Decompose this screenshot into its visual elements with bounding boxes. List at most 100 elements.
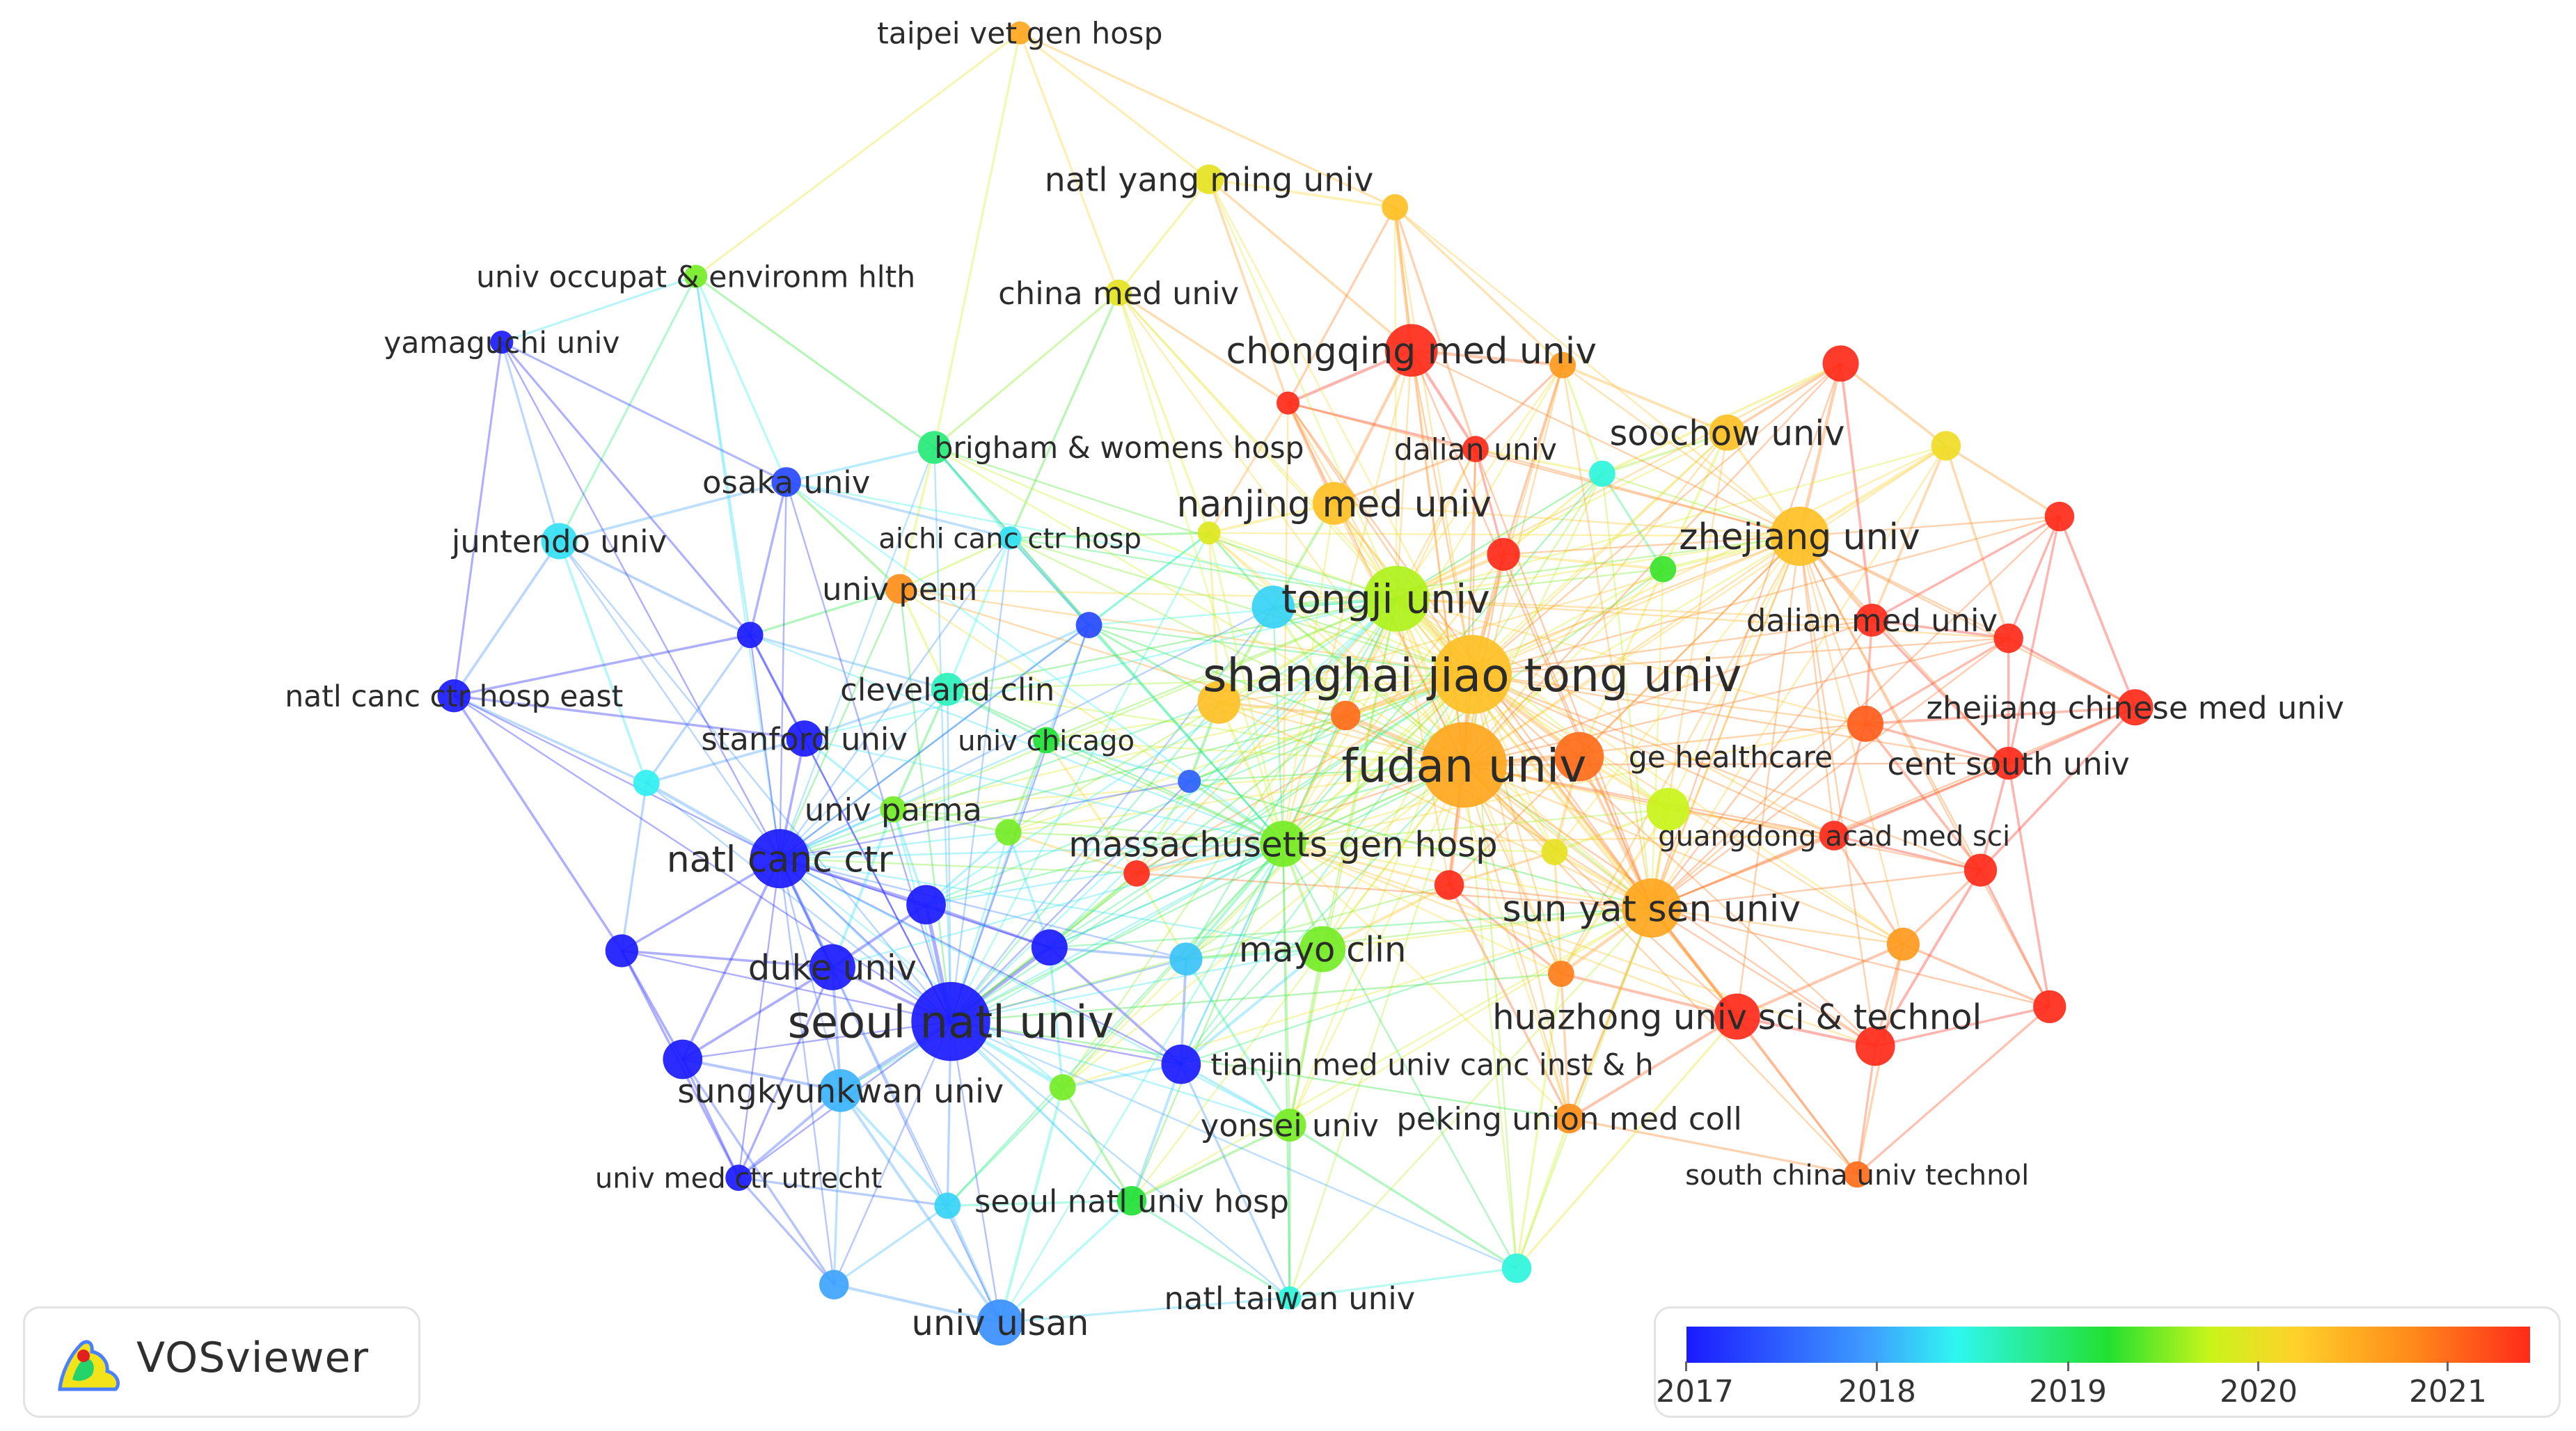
node[interactable]	[1646, 788, 1690, 831]
node[interactable]	[1847, 705, 1884, 742]
collaboration-link	[899, 587, 1397, 600]
node-tongji[interactable]	[1364, 565, 1430, 632]
node[interactable]	[906, 885, 946, 925]
collaboration-link	[1321, 599, 1398, 949]
node-osaka[interactable]	[771, 467, 801, 497]
node-nanjing[interactable]	[1312, 482, 1356, 525]
node-aichi[interactable]	[998, 526, 1022, 550]
collaboration-link	[1185, 764, 1465, 960]
node[interactable]	[1031, 929, 1068, 966]
collaboration-link	[1282, 350, 1412, 844]
node[interactable]	[1382, 193, 1409, 221]
collaboration-link	[1396, 568, 1664, 600]
node[interactable]	[663, 1039, 703, 1080]
node-fudan[interactable]	[1421, 722, 1507, 808]
node-dalianmed[interactable]	[1855, 603, 1889, 637]
node[interactable]	[1547, 960, 1574, 988]
collaboration-link	[949, 740, 1048, 1022]
node[interactable]	[1588, 460, 1615, 487]
node[interactable]	[1197, 681, 1240, 724]
node[interactable]	[1963, 853, 1998, 887]
node-soochow[interactable]	[1709, 414, 1746, 451]
node[interactable]	[1855, 1026, 1895, 1066]
node-natlcanc[interactable]	[750, 829, 809, 889]
node[interactable]	[1487, 537, 1520, 571]
node-mayo[interactable]	[1299, 926, 1346, 972]
node[interactable]	[2044, 501, 2075, 532]
node[interactable]	[1075, 612, 1103, 638]
node[interactable]	[819, 1270, 849, 1300]
collaboration-link	[892, 598, 1397, 810]
node-taipei[interactable]	[1008, 21, 1032, 45]
node-zjchinese[interactable]	[2117, 689, 2154, 726]
node[interactable]	[1049, 1074, 1076, 1101]
node[interactable]	[1993, 623, 2023, 654]
node[interactable]	[1178, 770, 1201, 793]
collaboration-link	[646, 782, 951, 1022]
node-cleveland[interactable]	[931, 672, 964, 706]
node-tianjin[interactable]	[1161, 1044, 1201, 1084]
node-yangming[interactable]	[1194, 164, 1224, 194]
node-juntendo[interactable]	[541, 523, 578, 560]
node-stanford[interactable]	[786, 720, 823, 757]
node-sunyatsen[interactable]	[1622, 878, 1682, 938]
node-utrecht[interactable]	[725, 1164, 752, 1192]
node-ulsan[interactable]	[977, 1299, 1024, 1346]
node-seoulhosp[interactable]	[1116, 1185, 1147, 1216]
node-huazhong[interactable]	[1714, 993, 1760, 1040]
node-occupat[interactable]	[684, 264, 708, 288]
node-centsouth[interactable]	[1992, 746, 2025, 780]
node-chongqing[interactable]	[1384, 324, 1438, 377]
node[interactable]	[633, 770, 660, 796]
node-yamaguchi[interactable]	[490, 331, 514, 354]
node[interactable]	[1501, 1253, 1532, 1283]
node[interactable]	[1197, 521, 1221, 545]
node-yonsei[interactable]	[1273, 1108, 1306, 1142]
node[interactable]	[1549, 351, 1577, 379]
node[interactable]	[1822, 345, 1859, 382]
node-cancer_east[interactable]	[437, 679, 471, 713]
collaboration-link	[1396, 598, 1866, 725]
node-mgh[interactable]	[1260, 821, 1306, 867]
node-taiwan[interactable]	[1278, 1286, 1302, 1310]
node-label-natlcanc: natl canc ctr	[667, 839, 894, 880]
node-pekingunion[interactable]	[1554, 1103, 1584, 1134]
node[interactable]	[1276, 391, 1300, 415]
node[interactable]	[1541, 839, 1568, 866]
node[interactable]	[1251, 585, 1295, 628]
collaboration-link	[950, 948, 1323, 1022]
node[interactable]	[934, 1192, 961, 1219]
node-duke[interactable]	[809, 944, 855, 990]
node-seoul[interactable]	[911, 981, 990, 1061]
node-brigham[interactable]	[917, 431, 951, 464]
node[interactable]	[1650, 555, 1677, 583]
node[interactable]	[605, 934, 638, 967]
node[interactable]	[1434, 870, 1464, 900]
collaboration-link	[453, 695, 951, 1022]
node-zhejiang[interactable]	[1769, 506, 1830, 566]
collaboration-link	[839, 1089, 949, 1207]
collaboration-link	[1410, 349, 1652, 909]
node[interactable]	[1886, 927, 1920, 961]
node[interactable]	[2033, 990, 2067, 1024]
node-penn[interactable]	[885, 574, 915, 604]
node-southchina[interactable]	[1844, 1161, 1871, 1188]
collaboration-link	[1049, 946, 1187, 960]
node-parma[interactable]	[880, 796, 907, 823]
node-gehealth[interactable]	[1554, 732, 1604, 782]
node[interactable]	[1931, 431, 1961, 461]
node-dalianu[interactable]	[1462, 436, 1489, 463]
node-sungkyunkwan[interactable]	[819, 1069, 862, 1112]
node[interactable]	[995, 819, 1022, 846]
node[interactable]	[1169, 942, 1203, 976]
node-sjtu[interactable]	[1432, 635, 1512, 714]
collaboration-link	[1396, 535, 1800, 600]
collaboration-link	[1062, 1063, 1182, 1089]
node[interactable]	[1123, 860, 1150, 887]
node[interactable]	[736, 622, 764, 649]
node-chinamed[interactable]	[1105, 279, 1132, 306]
node-chicago[interactable]	[1033, 727, 1059, 754]
node[interactable]	[1330, 700, 1361, 731]
node-guangdong[interactable]	[1819, 821, 1849, 851]
collaboration-link	[695, 276, 752, 635]
